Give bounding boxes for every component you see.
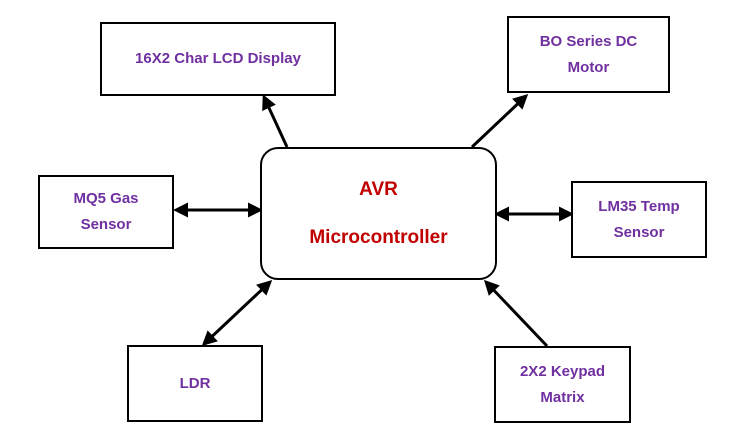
- arrow-to-motor: [470, 93, 529, 149]
- arrow-ldr-bidirectional: [201, 279, 273, 347]
- lcd-display-label: 16X2 Char LCD Display: [135, 50, 301, 67]
- ldr-block: LDR: [127, 345, 263, 422]
- dc-motor-block: BO Series DC Motor: [507, 16, 670, 93]
- lcd-display-block: 16X2 Char LCD Display: [100, 22, 336, 96]
- arrow-from-keypad: [483, 279, 549, 348]
- microcontroller-block: AVR Microcontroller: [260, 147, 497, 280]
- ldr-label: LDR: [179, 374, 211, 392]
- microcontroller-subtitle: Microcontroller: [309, 226, 448, 248]
- dc-motor-label: BO Series DC Motor: [539, 32, 638, 76]
- gas-sensor-label: MQ5 Gas Sensor: [73, 190, 139, 233]
- gas-sensor-block: MQ5 Gas Sensor: [38, 175, 174, 249]
- temp-sensor-label: LM35 Temp Sensor: [598, 197, 680, 241]
- microcontroller-title: AVR: [359, 178, 398, 200]
- arrow-to-lcd: [262, 94, 289, 148]
- keypad-block: 2X2 Keypad Matrix: [494, 346, 631, 423]
- keypad-label: 2X2 Keypad Matrix: [519, 362, 606, 406]
- temp-sensor-block: LM35 Temp Sensor: [571, 181, 707, 258]
